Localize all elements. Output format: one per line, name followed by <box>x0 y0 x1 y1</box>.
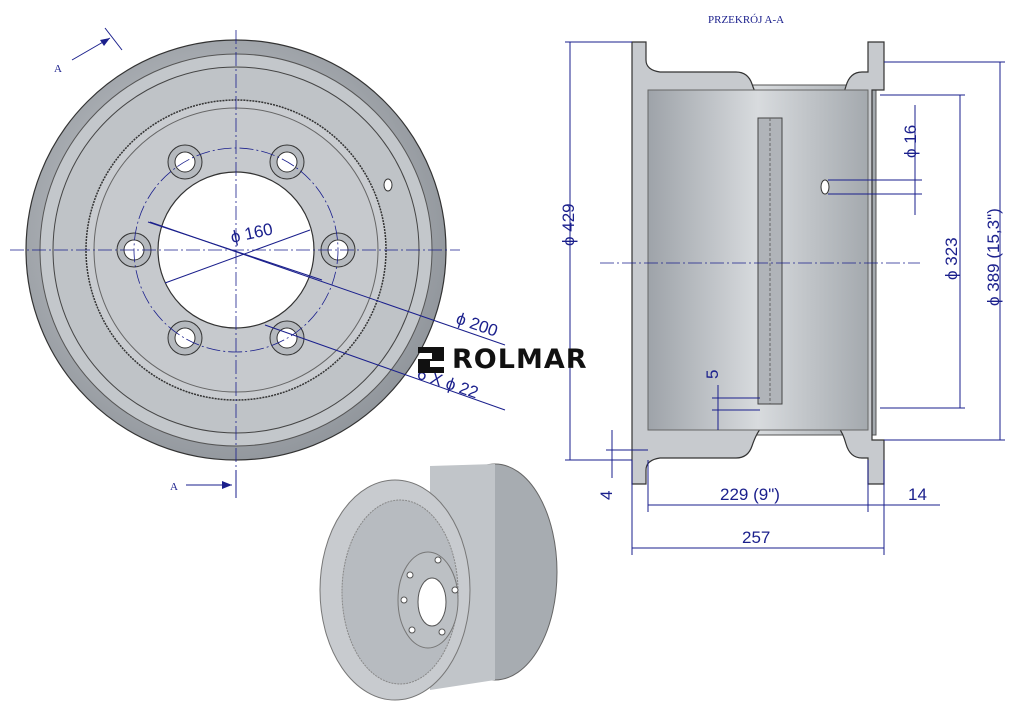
dim-overall-width: 257 <box>742 528 770 547</box>
section-mark-bottom: A <box>170 481 178 493</box>
brand-name: ROLMAR <box>452 344 588 375</box>
section-title: PRZEKRÓJ A-A <box>708 14 784 26</box>
section-mark-top: A <box>54 63 62 75</box>
dim-rim-diameter: ϕ 389 (15,3") <box>984 208 1003 306</box>
dim-valve-hole: ϕ 16 <box>901 125 920 158</box>
valve-hole <box>820 179 830 195</box>
dim-flange-width: 14 <box>908 485 927 504</box>
rolmar-logo-icon <box>418 346 444 373</box>
dim-outer-diameter: ϕ 429 <box>559 203 578 246</box>
section-view: PRZEKRÓJ A-A ϕ 429 ϕ 389 (15,3") ϕ 323 ϕ… <box>559 14 1005 555</box>
dim-flange-thickness: 4 <box>597 491 616 500</box>
front-view: ϕ 160 ϕ 200 6 X ϕ 22 A A <box>10 27 506 498</box>
dim-center-diameter: ϕ 200 <box>454 309 500 341</box>
dim-disc-thickness: 5 <box>703 370 722 379</box>
brand-logo: ROLMAR <box>416 344 588 375</box>
dim-inner-width: 229 (9") <box>720 485 780 504</box>
valve-hole <box>383 178 393 192</box>
dim-inner-diameter: ϕ 323 <box>942 237 961 280</box>
perspective-view <box>319 463 558 701</box>
bolt-hole <box>167 320 203 356</box>
